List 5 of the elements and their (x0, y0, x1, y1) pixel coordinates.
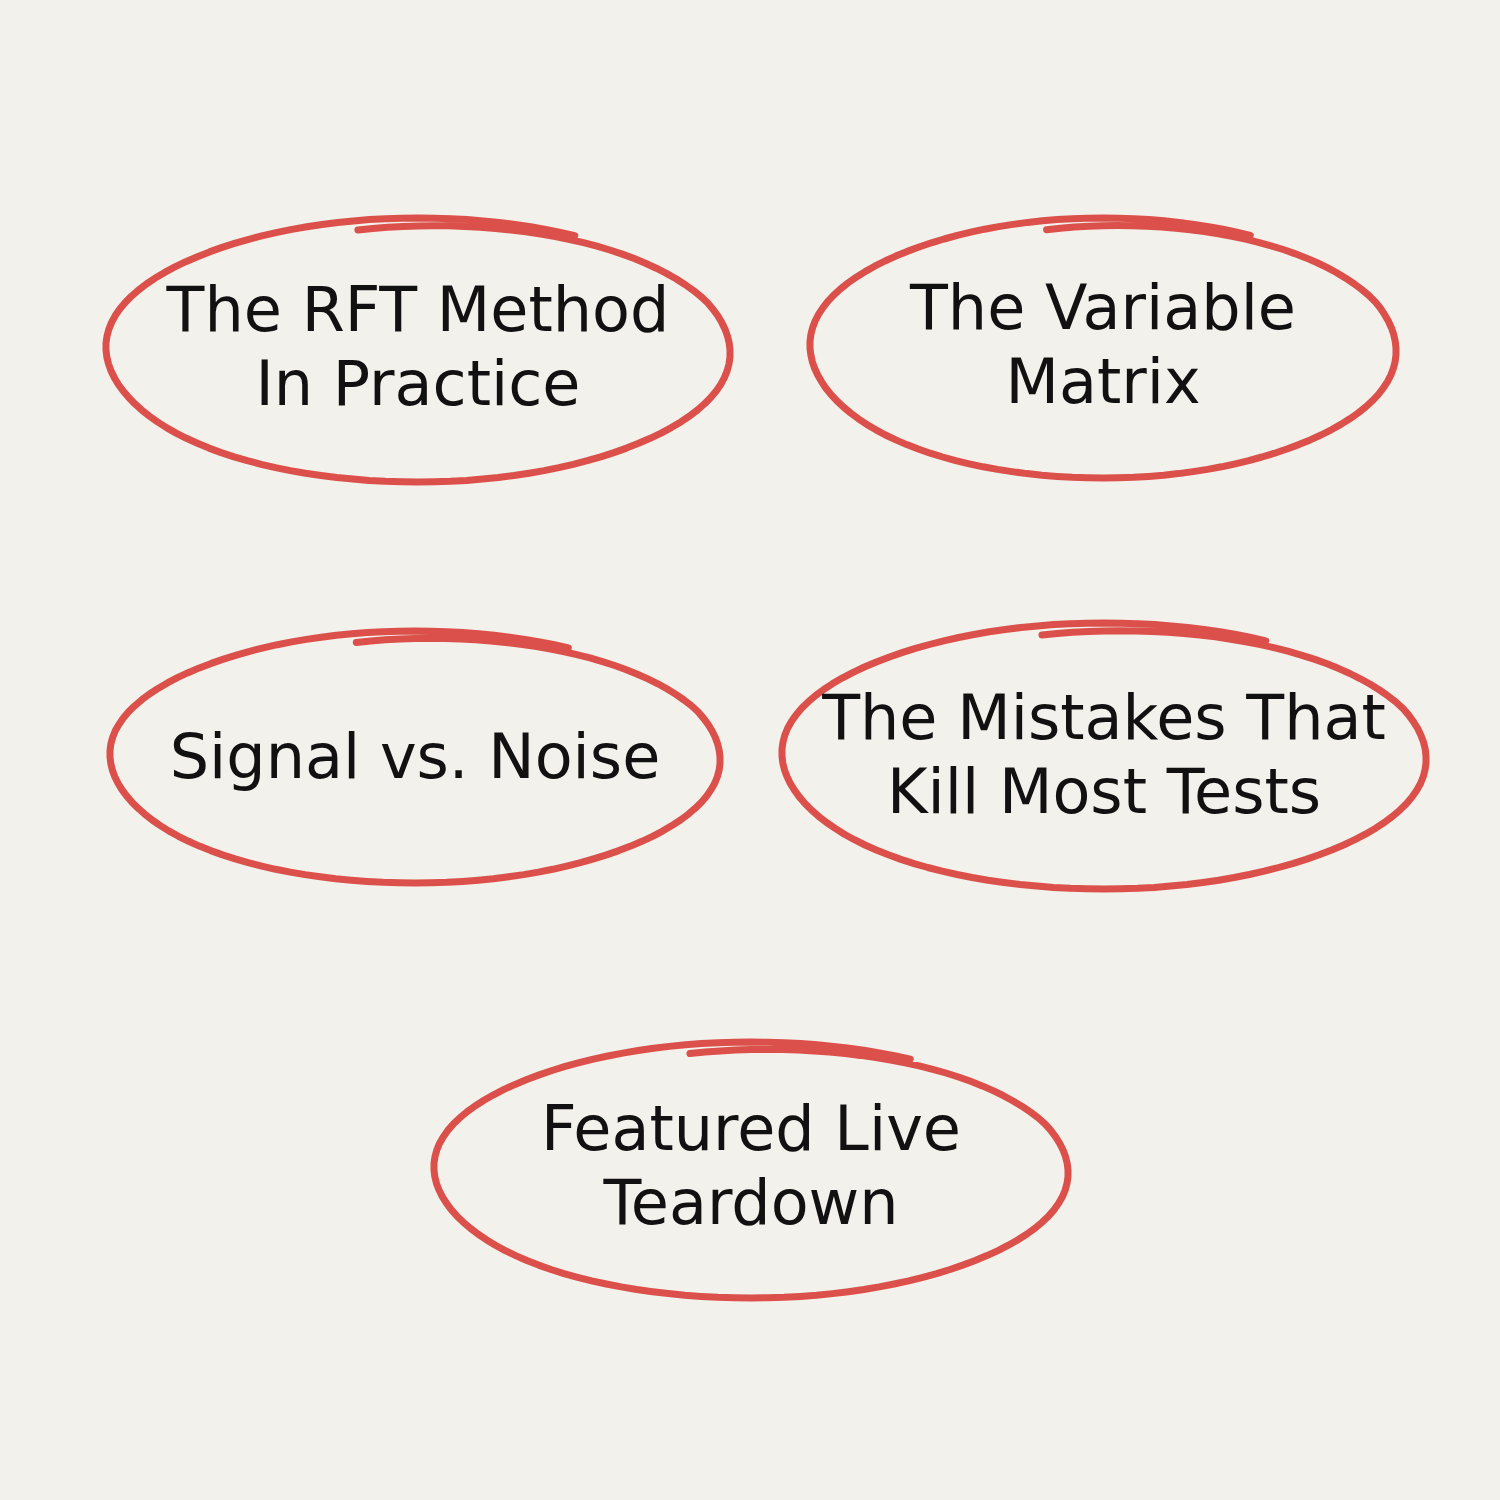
node-label: The Mistakes That Kill Most Tests (821, 680, 1387, 830)
node-label: Signal vs. Noise (168, 719, 662, 795)
node-label: The Variable Matrix (908, 270, 1297, 420)
node-label: Featured Live Teardown (540, 1091, 962, 1241)
node-label: The RFT Method In Practice (165, 272, 671, 422)
